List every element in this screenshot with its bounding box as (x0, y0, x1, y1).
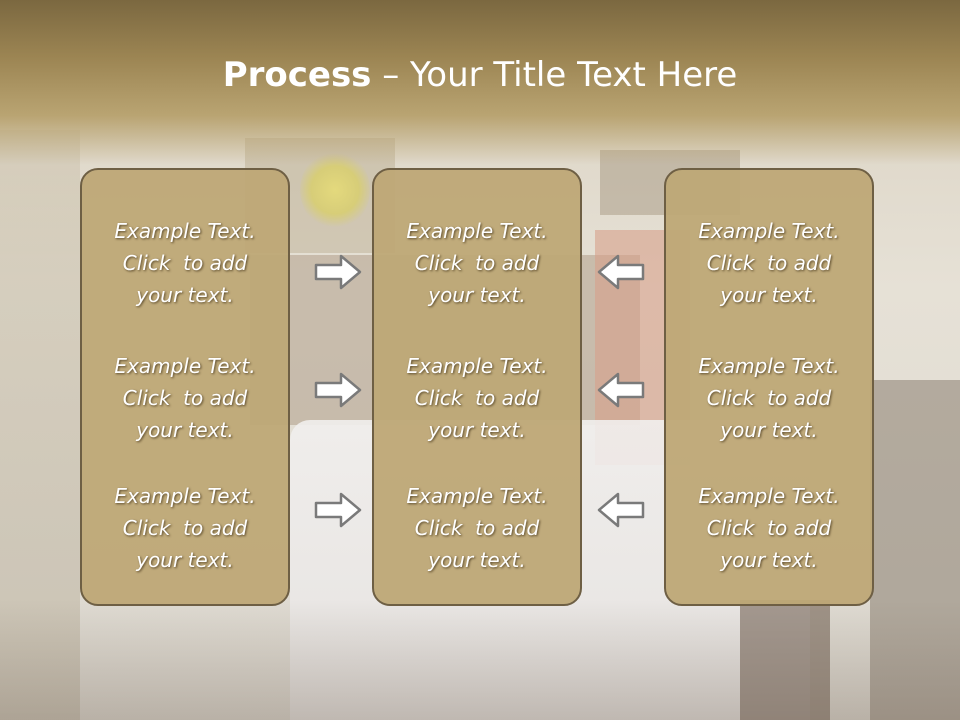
text-line: your text. (136, 283, 234, 307)
text-line: Example Text. (114, 219, 256, 243)
text-item[interactable]: Example Text. Click to add your text. (374, 215, 580, 311)
text-item[interactable]: Example Text. Click to add your text. (666, 480, 872, 576)
text-line: Click to add (122, 386, 248, 410)
arrow-right-icon[interactable] (313, 252, 363, 292)
text-line: Example Text. (698, 484, 840, 508)
title-bold: Process (222, 55, 372, 95)
arrow-left-icon[interactable] (596, 252, 646, 292)
arrow-right-icon[interactable] (313, 370, 363, 410)
text-line: Click to add (706, 386, 832, 410)
text-item[interactable]: Example Text. Click to add your text. (666, 350, 872, 446)
arrow-left-icon[interactable] (596, 490, 646, 530)
text-line: Example Text. (406, 484, 548, 508)
text-line: Click to add (414, 251, 540, 275)
text-line: Example Text. (406, 219, 548, 243)
text-line: your text. (720, 283, 818, 307)
text-line: Example Text. (406, 354, 548, 378)
text-line: Example Text. (114, 354, 256, 378)
background-wall (0, 130, 80, 720)
text-line: Example Text. (698, 219, 840, 243)
process-box-center[interactable]: Example Text. Click to add your text. Ex… (372, 168, 582, 606)
text-item[interactable]: Example Text. Click to add your text. (374, 350, 580, 446)
text-line: your text. (720, 418, 818, 442)
text-line: Example Text. (114, 484, 256, 508)
text-line: your text. (428, 283, 526, 307)
text-item[interactable]: Example Text. Click to add your text. (82, 350, 288, 446)
text-line: Click to add (122, 516, 248, 540)
text-line: Click to add (414, 386, 540, 410)
process-box-right[interactable]: Example Text. Click to add your text. Ex… (664, 168, 874, 606)
text-item[interactable]: Example Text. Click to add your text. (374, 480, 580, 576)
text-line: Example Text. (698, 354, 840, 378)
text-item[interactable]: Example Text. Click to add your text. (82, 480, 288, 576)
text-line: your text. (136, 418, 234, 442)
text-line: your text. (428, 548, 526, 572)
title-rest: – Your Title Text Here (371, 55, 738, 95)
text-item[interactable]: Example Text. Click to add your text. (82, 215, 288, 311)
arrow-left-icon[interactable] (596, 370, 646, 410)
text-item[interactable]: Example Text. Click to add your text. (666, 215, 872, 311)
process-box-left[interactable]: Example Text. Click to add your text. Ex… (80, 168, 290, 606)
text-line: Click to add (122, 251, 248, 275)
arrow-right-icon[interactable] (313, 490, 363, 530)
text-line: Click to add (706, 516, 832, 540)
background-furniture (870, 380, 960, 720)
background-bed-frame (740, 600, 830, 720)
text-line: your text. (428, 418, 526, 442)
text-line: Click to add (706, 251, 832, 275)
slide-title[interactable]: Process – Your Title Text Here (0, 55, 960, 95)
text-line: your text. (720, 548, 818, 572)
text-line: your text. (136, 548, 234, 572)
title-bar: Process – Your Title Text Here (0, 0, 960, 165)
text-line: Click to add (414, 516, 540, 540)
